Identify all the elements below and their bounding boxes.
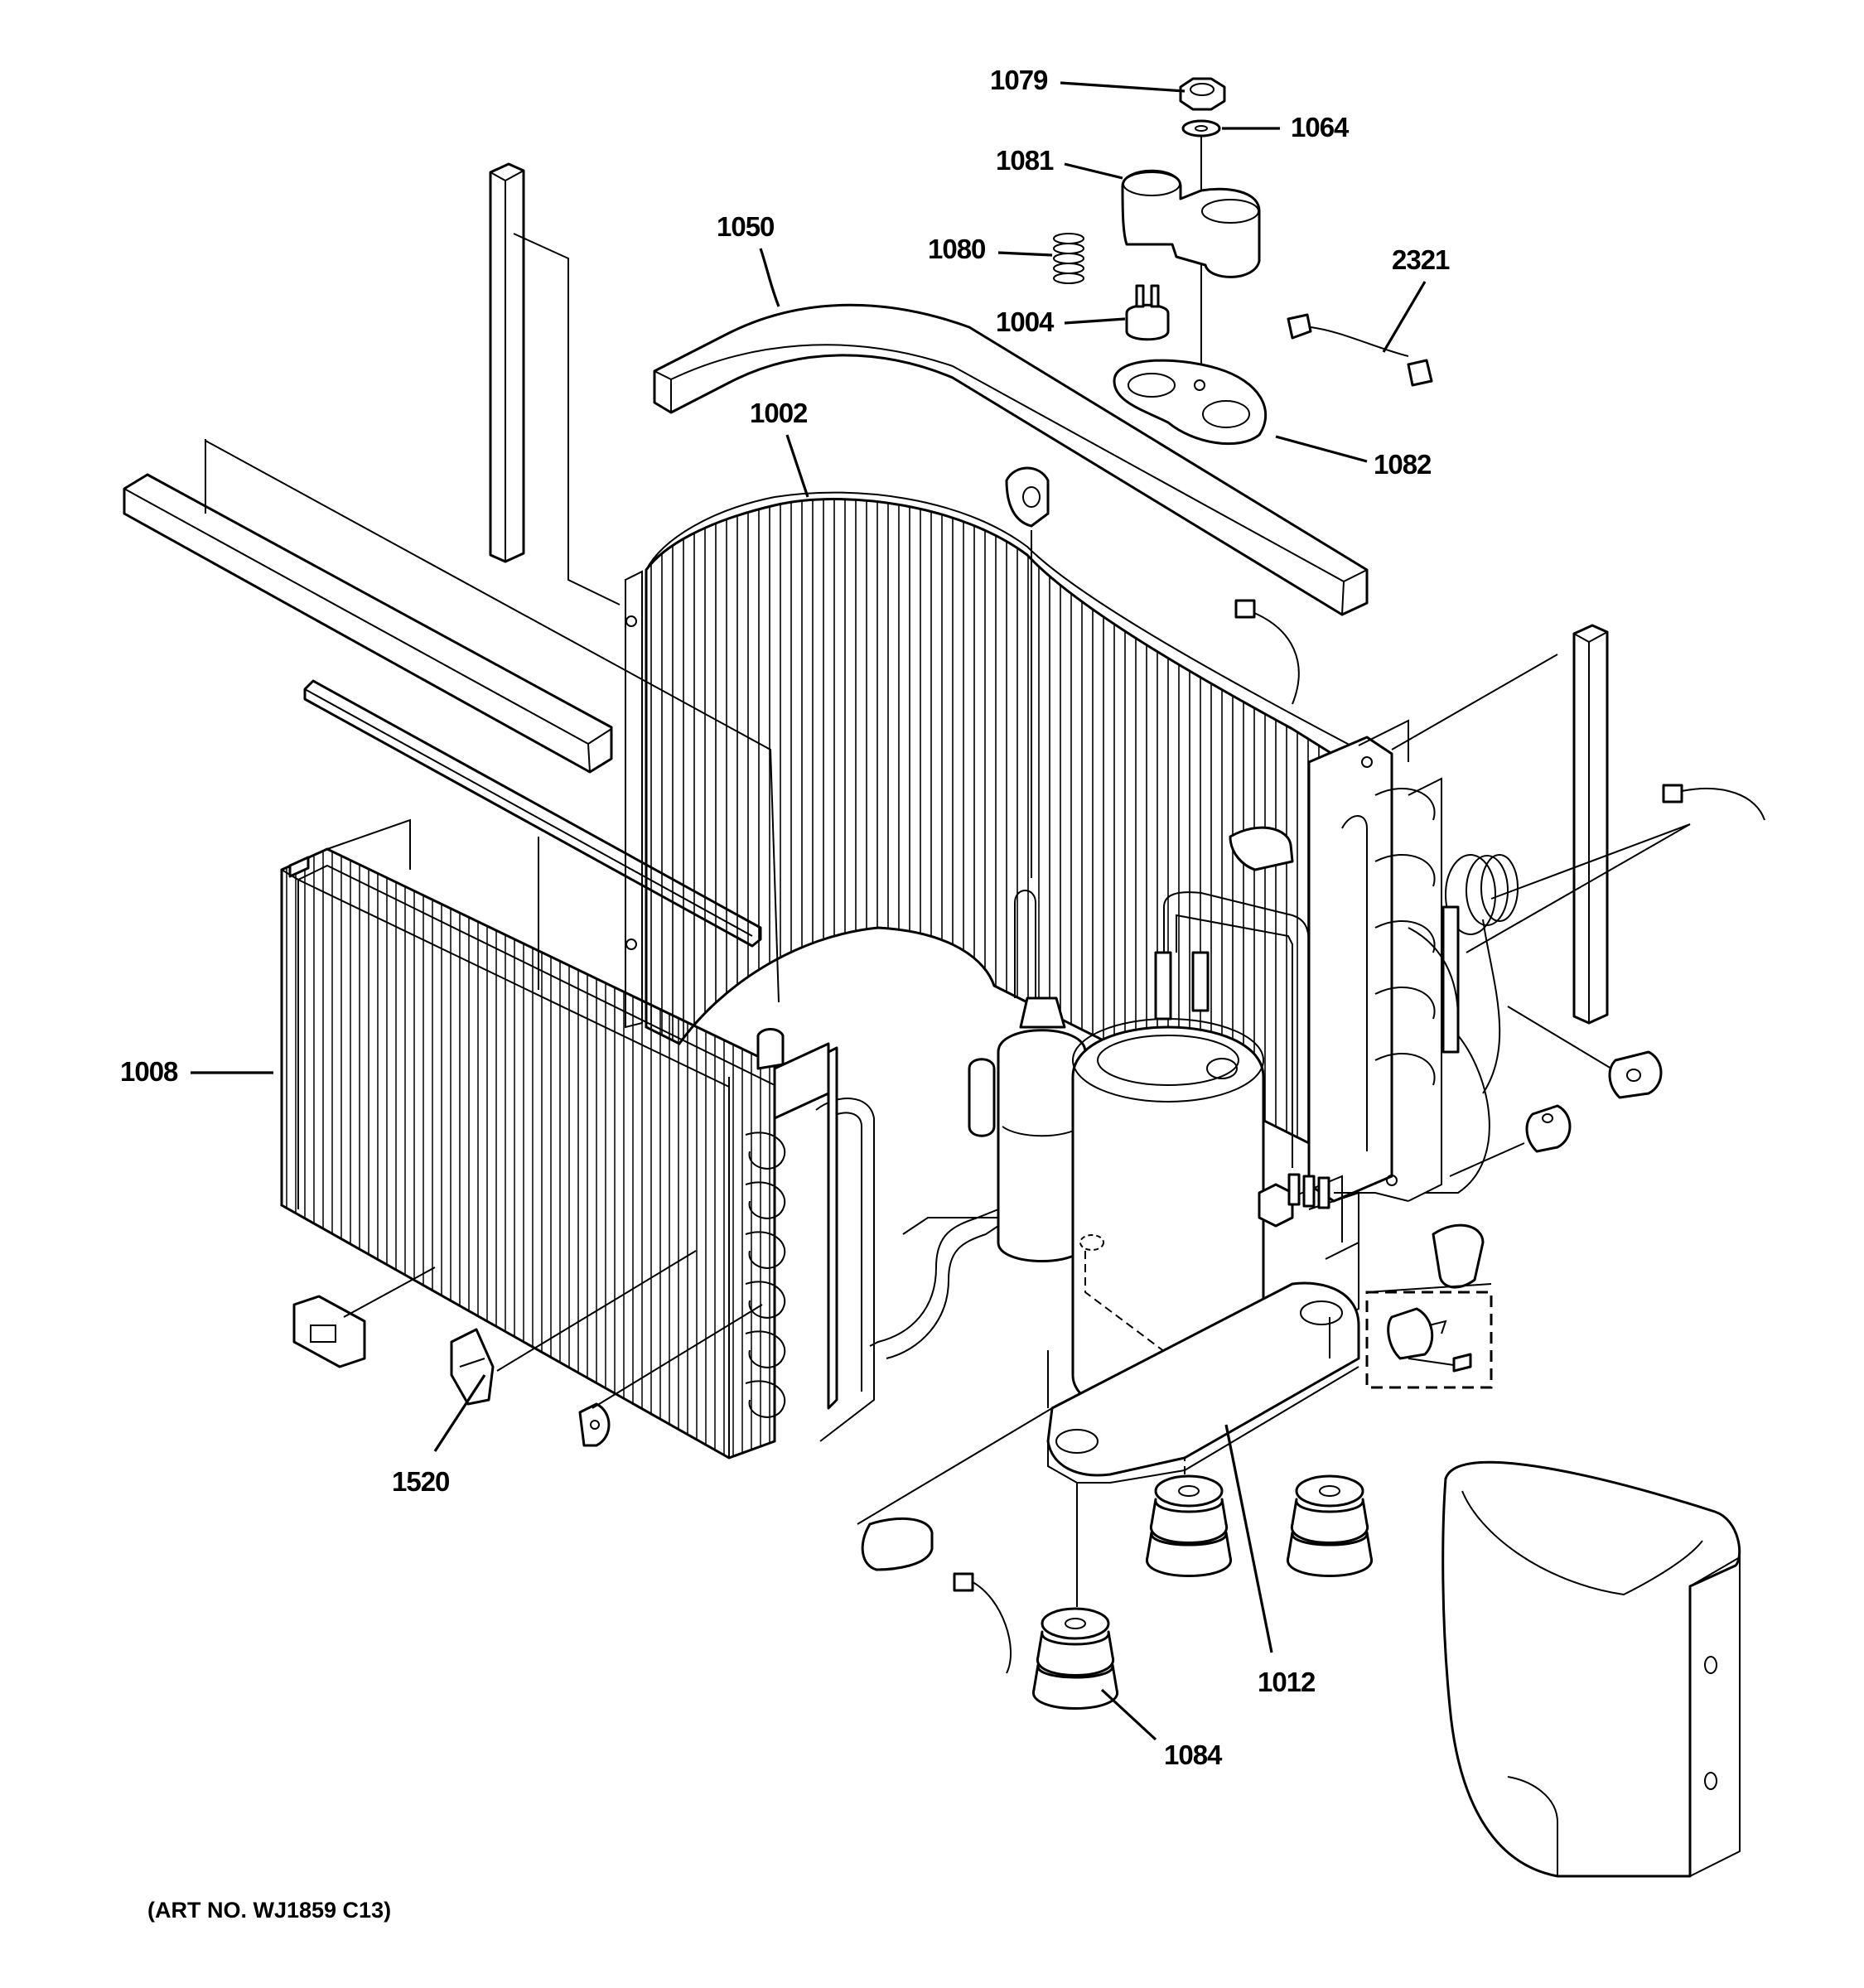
leader-line — [496, 1250, 697, 1372]
wire-harness — [1287, 313, 1433, 387]
label-1520: 1520 — [392, 1466, 449, 1497]
curved-insulation-strip — [653, 303, 1369, 616]
clip-right-upper — [1608, 1050, 1663, 1099]
terminal-plug — [1125, 284, 1170, 341]
coil-return-bends — [745, 1042, 875, 1442]
clip-right-lower — [1525, 1104, 1572, 1153]
label-1008: 1008 — [120, 1056, 178, 1087]
label-1081: 1081 — [996, 145, 1054, 176]
label-1050: 1050 — [717, 211, 774, 242]
leader-line — [1366, 1283, 1492, 1293]
mounting-bracket-plate — [1113, 359, 1268, 446]
leader-line — [1391, 654, 1558, 750]
insulation-sleeve-lower — [861, 1517, 934, 1571]
callout-leaders — [191, 81, 1427, 1741]
leader-line — [1449, 1142, 1525, 1177]
insulation-sleeve-mid — [968, 1058, 996, 1137]
label-2321: 2321 — [1392, 244, 1450, 275]
art-number: (ART NO. WJ1859 C13) — [147, 1898, 391, 1923]
capillary-tube-assembly — [1408, 854, 1519, 1194]
label-1082: 1082 — [1374, 449, 1432, 480]
coil-retainer-clip — [450, 1328, 495, 1406]
leader-line — [1466, 823, 1691, 953]
overload-protector-box — [1365, 1291, 1493, 1389]
vertical-insulation-strip-right — [1572, 624, 1609, 1025]
mounting-grommet-3 — [1032, 1607, 1118, 1710]
leader-line — [1490, 823, 1691, 900]
capacitor-cover — [1121, 169, 1261, 278]
mounting-grommet-2 — [1287, 1474, 1373, 1577]
tube-clamp — [578, 1402, 611, 1447]
horizontal-insulation-strip-top — [123, 473, 613, 774]
washer — [1181, 119, 1221, 138]
wire-connector-top — [1234, 599, 1300, 705]
leader-line — [513, 233, 621, 606]
leader-line — [1507, 1006, 1612, 1069]
leader-line — [857, 1407, 1053, 1525]
compressor-base-plate — [1046, 1281, 1360, 1484]
coil-bracket — [292, 1295, 366, 1368]
coil-end-plate-right — [1307, 719, 1442, 1203]
evaporator-coil-left — [280, 818, 776, 1460]
label-1012: 1012 — [1258, 1667, 1316, 1697]
insulation-sleeve-right — [1432, 1223, 1485, 1289]
label-1064: 1064 — [1291, 112, 1350, 142]
label-1004: 1004 — [996, 306, 1055, 337]
wire-connector-bottom — [953, 1572, 1012, 1674]
leader-line — [343, 1267, 436, 1318]
vertical-insulation-strip-left — [489, 162, 525, 563]
spring — [1053, 233, 1084, 284]
tube-clip-top — [756, 1028, 785, 1070]
sensor-wire-top-right — [1662, 784, 1765, 821]
leader-line — [592, 1304, 763, 1409]
accumulator — [997, 890, 1087, 1262]
grommet-top — [1005, 466, 1050, 528]
refrigerant-tubing — [869, 1173, 1359, 1359]
insulation-sleeve-top — [1229, 826, 1294, 871]
hex-nut — [1179, 77, 1226, 111]
label-1080: 1080 — [928, 234, 985, 264]
label-1079: 1079 — [990, 65, 1048, 95]
label-1084: 1084 — [1164, 1740, 1223, 1770]
condenser-coil-main — [625, 491, 1360, 1162]
compressor-sound-blanket — [1441, 1460, 1741, 1878]
mounting-grommet-1 — [1146, 1474, 1232, 1577]
label-1002: 1002 — [750, 398, 808, 428]
